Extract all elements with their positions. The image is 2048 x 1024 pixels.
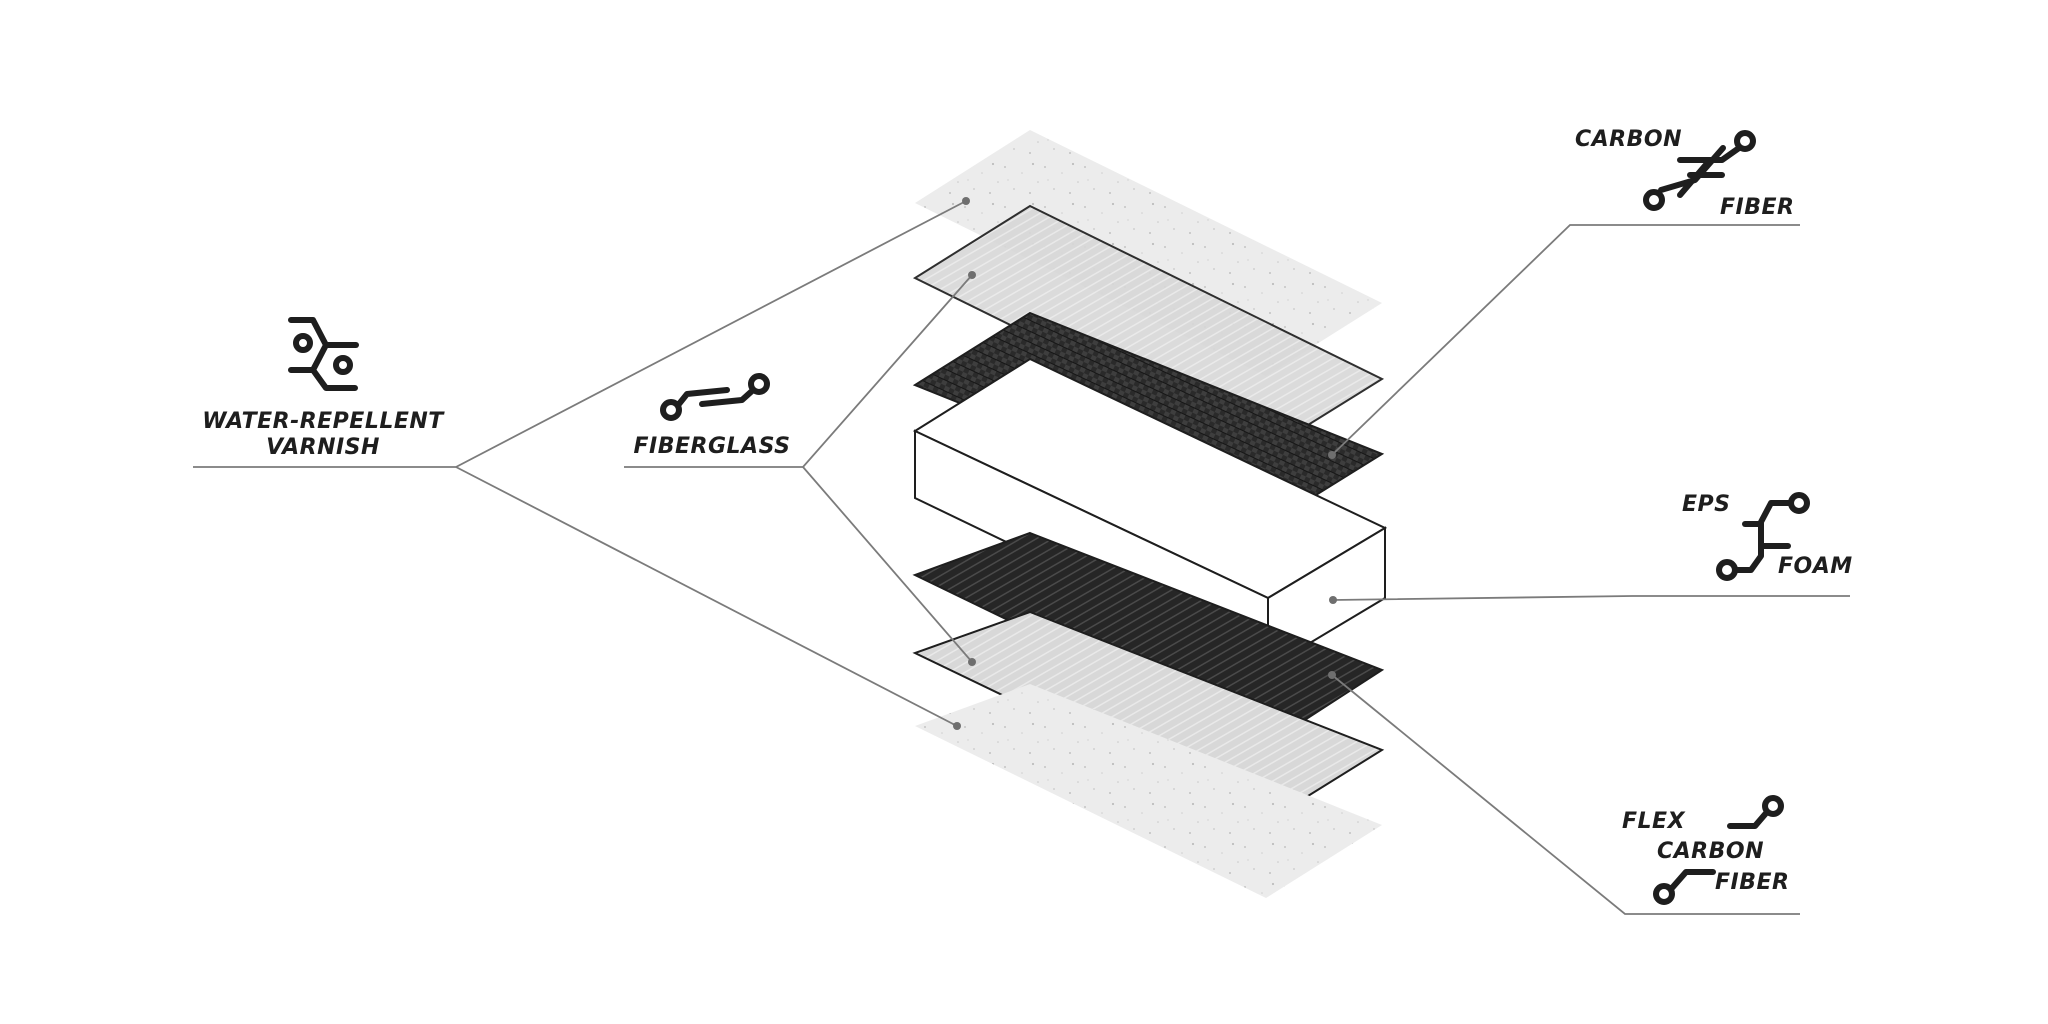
top-varnish-layer (915, 130, 1382, 376)
molecule-icon (288, 317, 359, 391)
leader-lines (193, 200, 1850, 915)
eps-foam-label-line2: FOAM (1778, 554, 1853, 579)
fiberglass-label: FIBERGLASS (634, 434, 791, 459)
branching-circuit-icon (1716, 492, 1810, 581)
circuit-connector-icon (660, 373, 770, 421)
flex-carbon-label-line2: CARBON (1657, 839, 1764, 864)
bottom-varnish-layer (915, 684, 1382, 898)
water-repellent-label-line1: WATER-REPELLENT (202, 409, 445, 434)
carbon-fiber-label-line1: CARBON (1575, 127, 1682, 152)
crossed-circuit-icon (1643, 130, 1756, 211)
eps-foam-label-line1: EPS (1682, 492, 1731, 517)
carbon-fiber-label-line2: FIBER (1720, 195, 1794, 220)
flex-carbon-label-line3: FIBER (1715, 870, 1789, 895)
water-repellent-label-line2: VARNISH (266, 435, 380, 460)
leader-anchor-dots (953, 197, 1337, 730)
flex-carbon-label-line1: FLEX (1622, 809, 1686, 834)
split-circuit-icon (1653, 795, 1784, 905)
